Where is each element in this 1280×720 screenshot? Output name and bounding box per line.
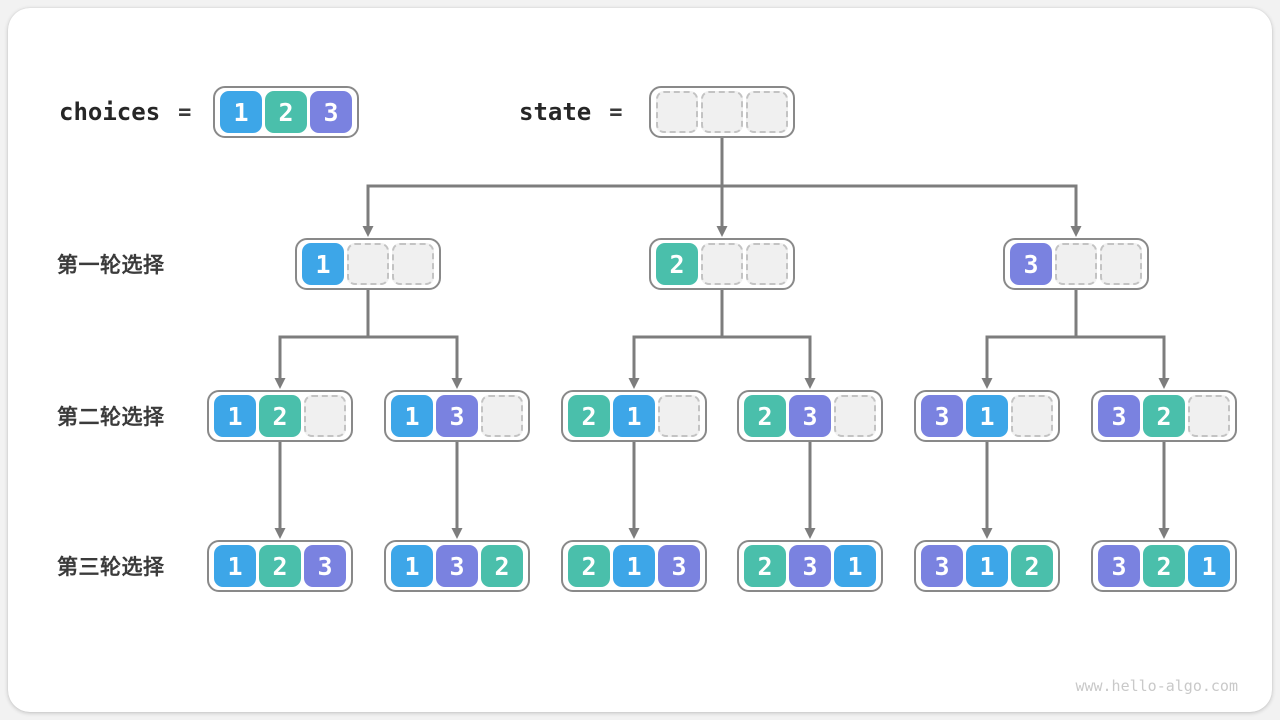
state-equals-sign: = [609,99,623,125]
state-box [649,86,795,138]
cell-3: 3 [310,91,352,133]
empty-cell [701,243,743,285]
choices-equals-sign: = [178,99,192,125]
cell-2: 2 [1011,545,1053,587]
cell-1: 1 [1188,545,1230,587]
cell-1: 1 [214,395,256,437]
cell-3: 3 [921,395,963,437]
empty-cell [656,91,698,133]
cell-2: 2 [744,545,786,587]
empty-cell [1188,395,1230,437]
cell-2: 2 [656,243,698,285]
cell-3: 3 [789,395,831,437]
round1-state-box-2: 2 [649,238,795,290]
empty-cell [701,91,743,133]
state-label: state [519,98,592,126]
cell-2: 2 [1143,545,1185,587]
round-3-label: 第三轮选择 [57,556,165,579]
cell-3: 3 [1010,243,1052,285]
diagram-card [8,8,1272,712]
cell-3: 3 [436,395,478,437]
empty-cell [347,243,389,285]
cell-1: 1 [966,545,1008,587]
cell-2: 2 [1143,395,1185,437]
state-declaration: state = [519,86,623,138]
round1-state-box-3: 3 [1003,238,1149,290]
cell-2: 2 [265,91,307,133]
cell-1: 1 [834,545,876,587]
cell-1: 1 [302,243,344,285]
cell-2: 2 [568,395,610,437]
choices-label: choices [59,98,161,126]
empty-cell [1011,395,1053,437]
round-1-label: 第一轮选择 [57,254,165,277]
choices-declaration: choices = [59,86,191,138]
cell-3: 3 [921,545,963,587]
cell-1: 1 [391,395,433,437]
watermark: www.hello-algo.com [1075,677,1238,695]
cell-3: 3 [1098,395,1140,437]
cell-3: 3 [436,545,478,587]
empty-cell [746,91,788,133]
cell-3: 3 [789,545,831,587]
empty-cell [834,395,876,437]
cell-1: 1 [966,395,1008,437]
cell-1: 1 [214,545,256,587]
empty-cell [392,243,434,285]
round-2-label: 第二轮选择 [57,406,165,429]
cell-2: 2 [744,395,786,437]
empty-cell [304,395,346,437]
cell-1: 1 [613,545,655,587]
cell-2: 2 [259,545,301,587]
cell-3: 3 [304,545,346,587]
cell-1: 1 [391,545,433,587]
empty-cell [746,243,788,285]
empty-cell [1100,243,1142,285]
cell-2: 2 [568,545,610,587]
cell-3: 3 [1098,545,1140,587]
empty-cell [481,395,523,437]
cell-2: 2 [481,545,523,587]
cell-3: 3 [658,545,700,587]
cell-1: 1 [220,91,262,133]
cell-2: 2 [259,395,301,437]
empty-cell [1055,243,1097,285]
round1-state-box-1: 1 [295,238,441,290]
empty-cell [658,395,700,437]
cell-1: 1 [613,395,655,437]
